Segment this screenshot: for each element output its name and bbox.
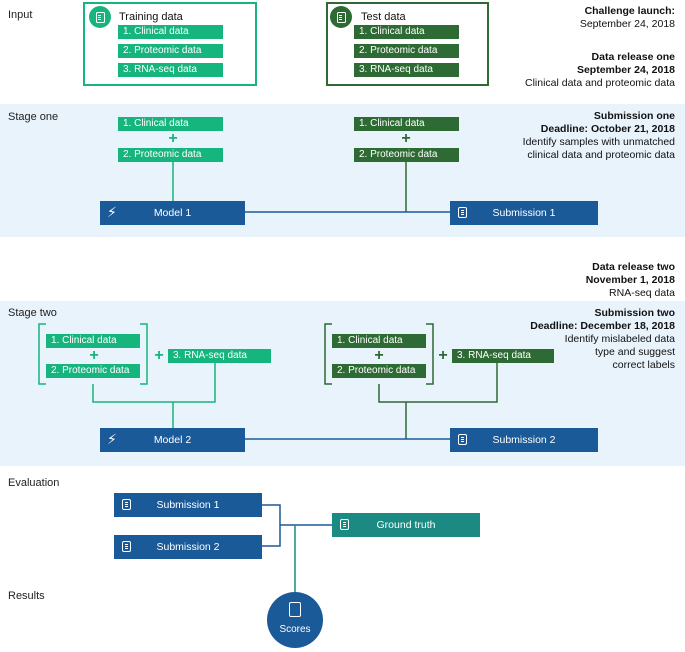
- eval-submission-2-box: Submission 2: [114, 535, 262, 559]
- submission-1-label: Submission 1: [492, 207, 556, 219]
- section-results-label: Results: [8, 590, 45, 602]
- ground-truth-box: Ground truth: [332, 513, 480, 537]
- note-data-release-two: Data release two November 1, 2018 RNA-se…: [585, 261, 675, 299]
- stage-one-right-proteomic: 2. Proteomic data: [354, 148, 459, 162]
- training-data-title: Training data: [119, 11, 183, 23]
- submission-1-box: Submission 1: [450, 201, 598, 225]
- model-1-box: ⚡︎ Model 1: [100, 201, 245, 225]
- stage-two-left-clinical: 1. Clinical data: [46, 334, 140, 348]
- ground-truth-document-icon: [340, 519, 349, 530]
- test-item-proteomic: 2. Proteomic data: [354, 44, 459, 58]
- stage-two-right-clinical: 1. Clinical data: [332, 334, 426, 348]
- note-submission-two: Submission two Deadline: December 18, 20…: [530, 307, 675, 371]
- submission-document-icon: [122, 499, 131, 510]
- note-challenge-launch: Challenge launch: September 24, 2018: [579, 5, 675, 30]
- training-item-rnaseq: 3. RNA-seq data: [118, 63, 223, 77]
- model-1-label: Model 1: [153, 207, 192, 219]
- submission-2-label: Submission 2: [492, 434, 556, 446]
- lightning-icon: ⚡︎: [107, 431, 117, 447]
- lightning-icon: ⚡︎: [107, 204, 117, 220]
- test-document-icon: [330, 6, 352, 28]
- stage-two-right-extra-plus-icon: +: [438, 347, 448, 364]
- test-item-clinical: 1. Clinical data: [354, 25, 459, 39]
- stage-two-left-plus-icon: +: [89, 347, 99, 364]
- submission-document-icon: [122, 541, 131, 552]
- section-stage-one-label: Stage one: [8, 111, 59, 123]
- submission-document-icon: [458, 434, 467, 445]
- stage-two-right-rnaseq: 3. RNA-seq data: [452, 349, 554, 363]
- eval-submission-2-label: Submission 2: [156, 541, 220, 553]
- stage-one-right-plus-icon: +: [401, 130, 411, 147]
- model-2-box: ⚡︎ Model 2: [100, 428, 245, 452]
- training-item-clinical: 1. Clinical data: [118, 25, 223, 39]
- test-item-rnaseq: 3. RNA-seq data: [354, 63, 459, 77]
- note-data-release-one: Data release one September 24, 2018 Clin…: [524, 51, 675, 89]
- stage-one-right-clinical: 1. Clinical data: [354, 117, 459, 131]
- eval-submission-1-box: Submission 1: [114, 493, 262, 517]
- ground-truth-label: Ground truth: [376, 519, 436, 531]
- test-data-title: Test data: [361, 11, 406, 23]
- note-submission-one: Submission one Deadline: October 21, 201…: [522, 110, 675, 161]
- stage-two-left-rnaseq: 3. RNA-seq data: [168, 349, 271, 363]
- test-data-panel: Test data: [326, 2, 489, 86]
- stage-one-left-proteomic: 2. Proteomic data: [118, 148, 223, 162]
- stage-one-left-clinical: 1. Clinical data: [118, 117, 223, 131]
- scores-circle: Scores: [267, 592, 323, 648]
- section-stage-two-label: Stage two: [8, 307, 57, 319]
- training-document-icon: [89, 6, 111, 28]
- section-evaluation-label: Evaluation: [8, 477, 60, 489]
- model-2-label: Model 2: [153, 434, 192, 446]
- stage-two-left-extra-plus-icon: +: [154, 347, 164, 364]
- stage-one-left-plus-icon: +: [168, 130, 178, 147]
- scores-document-icon: [289, 602, 301, 617]
- training-data-panel: Training data: [83, 2, 257, 86]
- stage-two-left-proteomic: 2. Proteomic data: [46, 364, 140, 378]
- stage-two-right-plus-icon: +: [374, 347, 384, 364]
- section-input-label: Input: [8, 9, 33, 21]
- scores-label: Scores: [279, 624, 311, 635]
- submission-document-icon: [458, 207, 467, 218]
- training-item-proteomic: 2. Proteomic data: [118, 44, 223, 58]
- stage-two-right-proteomic: 2. Proteomic data: [332, 364, 426, 378]
- eval-submission-1-label: Submission 1: [156, 499, 220, 511]
- submission-2-box: Submission 2: [450, 428, 598, 452]
